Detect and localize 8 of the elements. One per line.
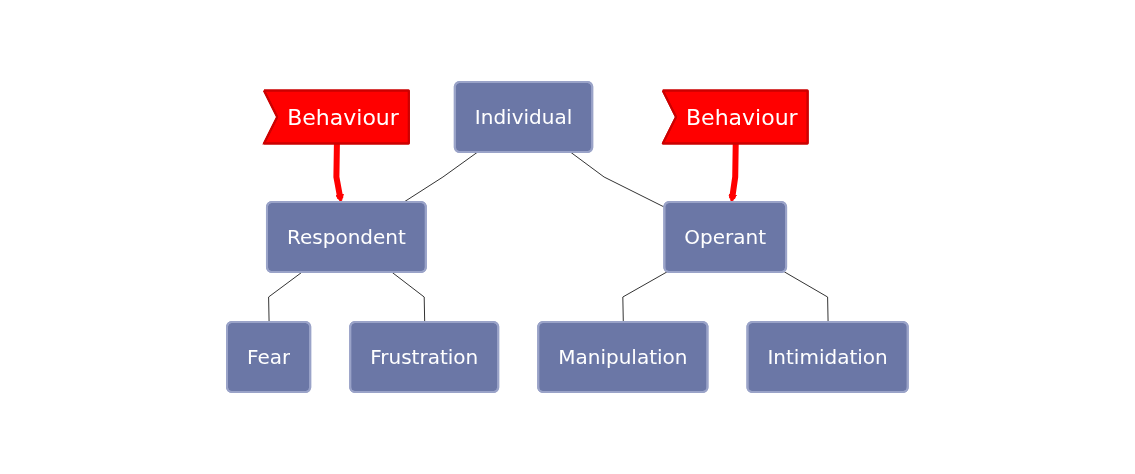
arrow: [728, 143, 739, 203]
connector: [622, 271, 668, 323]
connector: [391, 272, 426, 323]
arrow: [333, 143, 345, 203]
connector: [268, 272, 303, 323]
connector: [570, 152, 666, 208]
connector: [402, 152, 478, 203]
connector: [783, 271, 829, 323]
